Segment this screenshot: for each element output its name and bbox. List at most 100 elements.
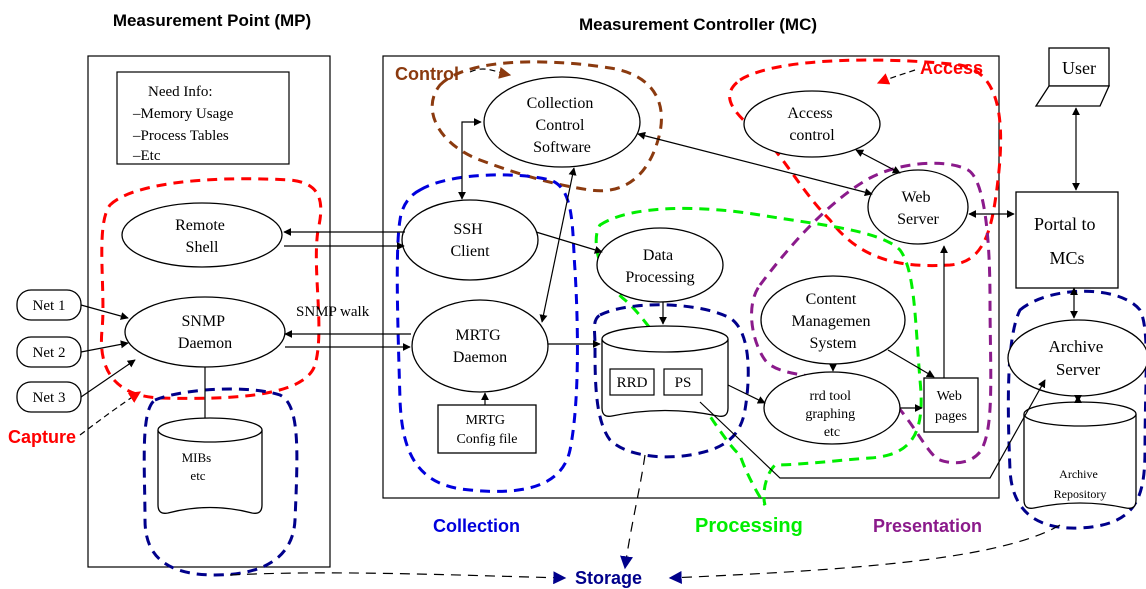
web-server-label: Web: [902, 189, 931, 206]
svg-text:Web Server: Web Server: [897, 189, 939, 228]
mrtg-daemon-node: [411, 299, 549, 393]
access-control-node: [743, 90, 881, 158]
mrtg-config-label: MRTG: [465, 413, 505, 428]
mibs-store: [157, 430, 263, 514]
web-server-node: [867, 169, 969, 245]
need-info-line: –Process Tables: [132, 128, 229, 144]
archive-server-label: Archive: [1048, 337, 1103, 356]
net1-to-snmp-edge: [80, 304, 129, 320]
remote-shell-node: [121, 202, 283, 268]
processing-label: Processing: [695, 515, 803, 537]
snmp-walk-label: SNMP walk: [296, 304, 370, 320]
mp-heading: Measurement Point (MP): [113, 11, 311, 30]
collection-control-label: Collection: [527, 95, 594, 112]
portal-label: Portal to: [1034, 214, 1096, 234]
content-mgmt-label: System: [809, 335, 857, 352]
need-info-line: Need Info:: [148, 84, 213, 100]
content-mgmt-to-web-pages-edge: [887, 349, 935, 378]
mrtg-daemon-label: MRTG: [455, 327, 501, 344]
laptop-base: [1034, 85, 1111, 107]
ps-label: PS: [675, 375, 692, 391]
rrd-tool-label: etc: [824, 425, 840, 440]
svg-text:SSH Client: SSH Client: [450, 221, 490, 260]
mrtg-config-node: [437, 404, 537, 454]
svg-text:Archive Repository: Archive Repository: [1054, 467, 1107, 501]
ssh-client-label: Client: [450, 243, 490, 260]
storage-label: Storage: [575, 568, 642, 588]
svg-text:MIBs etc: MIBs etc: [182, 450, 215, 483]
rrd-to-rrd-tool-edge: [727, 384, 766, 404]
web-pages-label: pages: [935, 409, 967, 424]
archive-server-label: Server: [1056, 360, 1101, 379]
mrtg-to-collection-control-edge: [539, 167, 577, 323]
ssh-to-data-processing-edge: [535, 231, 603, 254]
collection-control-label: Software: [533, 139, 591, 156]
svg-text:MRTG Daemon: MRTG Daemon: [453, 327, 507, 366]
control-pointer: [469, 66, 512, 79]
net3-to-snmp-edge: [80, 359, 136, 398]
presentation-label: Presentation: [873, 516, 982, 536]
storage-pointer-mp: [229, 571, 567, 585]
net2-label: Net 2: [33, 345, 66, 361]
svg-text:Web pages: Web pages: [935, 389, 967, 424]
archive-repo-label: Repository: [1054, 487, 1107, 501]
svg-text:Portal to MCs: Portal to MCs: [1034, 214, 1100, 268]
svg-text:Collection Control Sof: Collection Control Software: [527, 95, 598, 156]
data-processing-label: Data: [643, 247, 673, 264]
storage-pointer-archive: [668, 524, 1061, 584]
svg-text:MRTG Config file: MRTG Config file: [456, 413, 517, 447]
mibs-store-top: [157, 417, 263, 443]
rrd-ps-store-top: [601, 325, 729, 353]
rrd-label: RRD: [617, 375, 648, 391]
svg-text:Remote Shell: Remote Shell: [175, 217, 229, 256]
rrd-tool-label: graphing: [805, 407, 855, 422]
content-mgmt-label: Content: [806, 291, 857, 308]
mp-box: [87, 55, 331, 568]
mc-box: [382, 55, 1000, 499]
snmp-daemon-node: [124, 296, 286, 368]
archive-server-node: [1007, 319, 1146, 397]
mrtg-config-label: Config file: [456, 432, 517, 447]
archive-repo-store: [1023, 414, 1137, 509]
snmp-daemon-label: Daemon: [178, 335, 232, 352]
mibs-label: MIBs: [182, 450, 212, 465]
capture-label: Capture: [8, 427, 76, 447]
access-control-label: control: [789, 127, 835, 144]
data-processing-node: [596, 227, 724, 303]
archive-repo-label: Archive: [1059, 467, 1098, 481]
access-control-label: Access: [787, 105, 832, 122]
content-mgmt-label: Managemen: [791, 313, 870, 330]
ps-box: [663, 368, 703, 396]
mrtg-daemon-label: Daemon: [453, 349, 507, 366]
svg-text:rrd tool graphing etc: rrd tool graphing etc: [805, 389, 858, 440]
access-region: [728, 58, 1003, 268]
snmp-daemon-label: SNMP: [182, 313, 226, 330]
data-processing-label: Processing: [625, 269, 694, 286]
net2-to-snmp-edge: [80, 340, 129, 353]
ssh-to-collection-control-edge: [458, 118, 482, 200]
capture-pointer: [79, 391, 142, 436]
collection-label: Collection: [433, 516, 520, 536]
storage-pointer-mc: [620, 454, 646, 570]
need-info-box: [116, 71, 290, 165]
net3-label: Net 3: [33, 390, 66, 406]
svg-text:Data Processing: Data Processing: [625, 247, 694, 286]
collection-control-label: Control: [536, 117, 585, 134]
svg-text:Content Managemen Syst: Content Managemen System: [791, 291, 874, 352]
need-info-line: –Memory Usage: [132, 106, 234, 122]
archive-repo-store-top: [1023, 401, 1137, 427]
user-label: User: [1062, 58, 1096, 78]
mibs-label: etc: [190, 468, 205, 483]
rrd-to-archive-edge: [699, 379, 1046, 479]
svg-text:SNMP Daemon: SNMP Daemon: [178, 313, 232, 352]
svg-text:Need Info: –Memory Usage: Need Info: –Memory Usage –Process Tables…: [132, 84, 237, 164]
mc-heading: Measurement Controller (MC): [579, 15, 817, 34]
user-node: [1048, 47, 1110, 87]
web-server-label: Server: [897, 211, 939, 228]
web-pages-label: Web: [937, 389, 962, 404]
ssh-client-node: [401, 199, 539, 281]
need-info-line: –Etc: [132, 148, 161, 164]
web-pages-node: [923, 377, 979, 433]
remote-shell-label: Remote: [175, 217, 225, 234]
access-pointer: [876, 69, 916, 85]
